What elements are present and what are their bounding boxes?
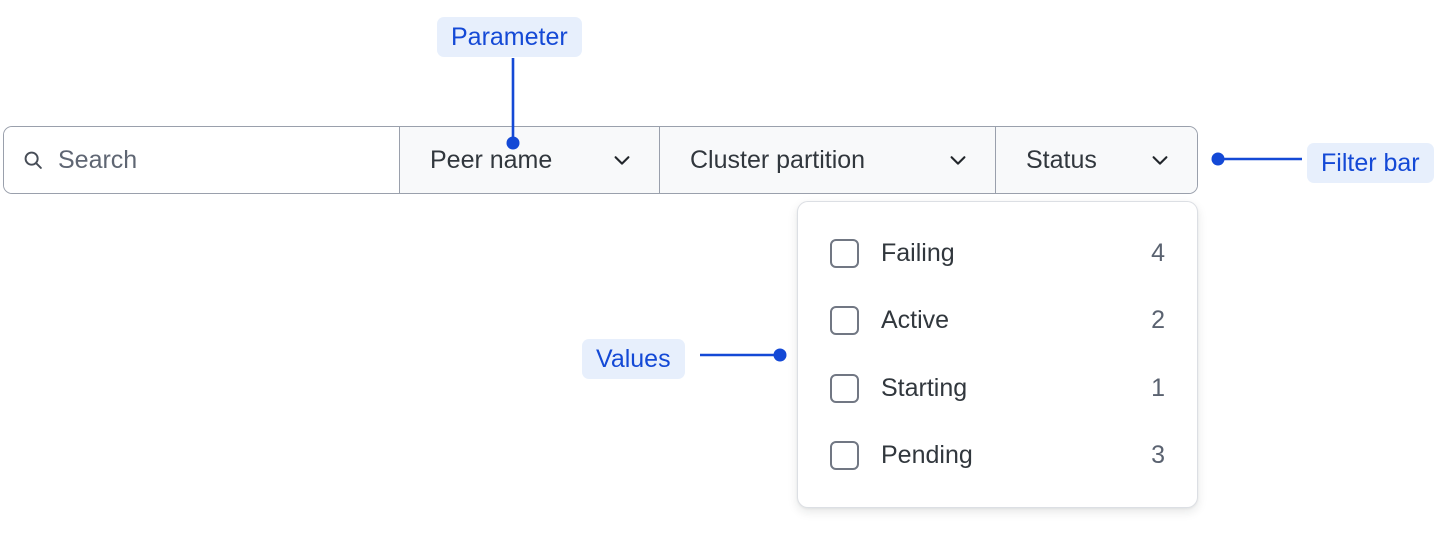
- filter-dropdown-label: Cluster partition: [690, 145, 866, 174]
- filter-dropdown-cluster-partition[interactable]: Cluster partition: [660, 127, 996, 193]
- value-option-count: 3: [1151, 440, 1165, 469]
- filter-dropdown-status[interactable]: Status: [996, 127, 1197, 193]
- chevron-down-icon: [614, 156, 630, 165]
- checkbox-icon[interactable]: [830, 306, 859, 336]
- chevron-down-icon: [1152, 156, 1168, 165]
- value-option-label: Starting: [881, 373, 968, 402]
- value-option-row[interactable]: Pending 3: [830, 431, 1165, 479]
- value-option-count: 1: [1151, 373, 1165, 402]
- filter-bar-leader-dot: [1211, 152, 1225, 166]
- value-option-row[interactable]: Failing 4: [830, 230, 1165, 278]
- value-option-row[interactable]: Starting 1: [830, 364, 1165, 412]
- filter-dropdown-label: Peer name: [430, 145, 553, 174]
- annotation-label-parameter: Parameter: [437, 17, 582, 57]
- checkbox-icon[interactable]: [830, 239, 859, 269]
- value-option-row[interactable]: Active 2: [830, 297, 1165, 345]
- value-option-label: Active: [881, 306, 950, 335]
- annotation-label-filter-bar: Filter bar: [1307, 143, 1434, 183]
- checkbox-icon[interactable]: [830, 440, 859, 470]
- filter-bar: Peer name Cluster partition Status: [3, 126, 1198, 194]
- value-option-count: 2: [1151, 306, 1165, 335]
- status-values-dropdown-panel: Failing 4 Active 2 Starting 1 Pending 3: [797, 201, 1198, 508]
- values-leader-dot: [773, 348, 787, 362]
- value-option-count: 4: [1151, 239, 1165, 268]
- search-input[interactable]: [58, 145, 378, 175]
- checkbox-icon[interactable]: [830, 373, 859, 403]
- search-icon: [24, 151, 42, 169]
- value-option-label: Failing: [881, 239, 955, 268]
- filter-dropdown-label: Status: [1026, 145, 1097, 174]
- annotation-label-values: Values: [582, 339, 685, 379]
- chevron-down-icon: [950, 156, 966, 165]
- filter-dropdown-peer-name[interactable]: Peer name: [400, 127, 660, 193]
- search-field[interactable]: [4, 127, 400, 193]
- value-option-label: Pending: [881, 440, 973, 469]
